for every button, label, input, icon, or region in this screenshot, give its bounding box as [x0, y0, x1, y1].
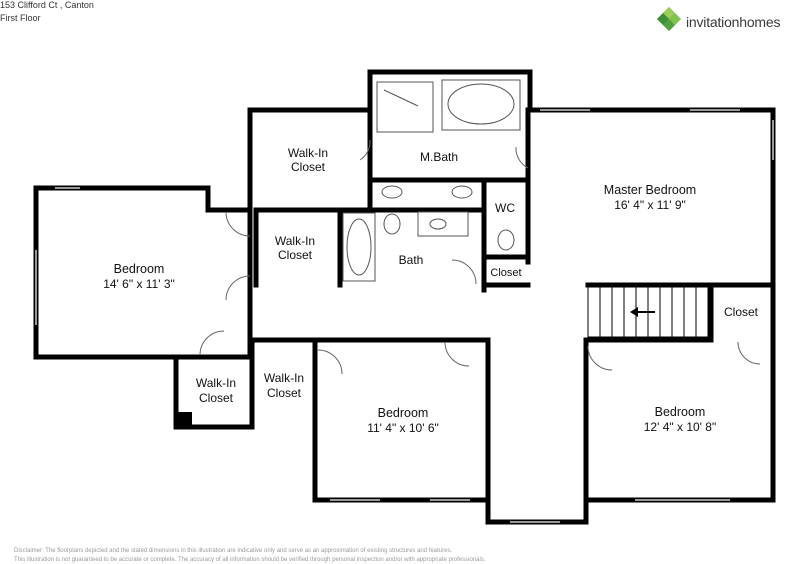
sink-icon [381, 185, 403, 199]
closet-small-label: Closet [490, 267, 521, 279]
walkin-closet-mid-label-2: Closet [278, 248, 313, 262]
logo-mark-icon [657, 7, 681, 31]
walkin-closet-top-label: Walk-In [288, 146, 328, 160]
walls [33, 69, 776, 525]
mbath-label: M.Bath [420, 150, 458, 164]
closet-right-label: Closet [724, 305, 759, 319]
fixtures [342, 79, 521, 282]
walkin-closet-mid-label: Walk-In [275, 234, 315, 248]
walkin-closet-bl-label: Walk-In [196, 376, 236, 390]
walkin-closet-bm-label-2: Closet [267, 386, 302, 400]
bedroom-mid-dims: 11' 4" x 10' 6" [367, 421, 439, 435]
disclaimer-line-2: This illustration is not guaranteed to b… [14, 557, 486, 563]
walkin-closet-top-label-2: Closet [291, 160, 326, 174]
bedroom-right-dims: 12' 4" x 10' 8" [644, 420, 716, 434]
address-text: 153 Clifford Ct , Canton [0, 0, 94, 10]
doors [199, 139, 761, 375]
tub-icon [441, 79, 521, 131]
toilet-icon [383, 213, 401, 235]
bath-label: Bath [399, 253, 424, 267]
master-bedroom-dims: 16' 4" x 11' 9" [614, 198, 686, 212]
walkin-closet-bl-label-2: Closet [199, 391, 234, 405]
walkin-closet-bm-label: Walk-In [264, 371, 304, 385]
bedroom-left-label: Bedroom [114, 262, 165, 276]
shower-icon [376, 81, 434, 133]
bathtub-icon [342, 212, 376, 282]
bedroom-mid-label: Bedroom [378, 406, 429, 420]
stair-arrow-icon [630, 307, 655, 317]
floor-label: First Floor [0, 13, 41, 23]
brand-name: invitationhomes [686, 14, 781, 30]
disclaimer-line-1: Disclaimer: The floorplans depicted and … [14, 548, 453, 554]
windows [35, 109, 774, 523]
sink-icon-2 [451, 185, 473, 199]
brand-logo: invitationhomes [654, 6, 800, 36]
master-bedroom-label: Master Bedroom [604, 183, 696, 197]
bedroom-right-label: Bedroom [655, 405, 706, 419]
wc-label: WC [495, 201, 515, 215]
bedroom-left-dims: 14' 6" x 11' 3" [103, 277, 175, 291]
corner-mark [176, 412, 192, 428]
toilet-icon-2 [497, 229, 515, 251]
